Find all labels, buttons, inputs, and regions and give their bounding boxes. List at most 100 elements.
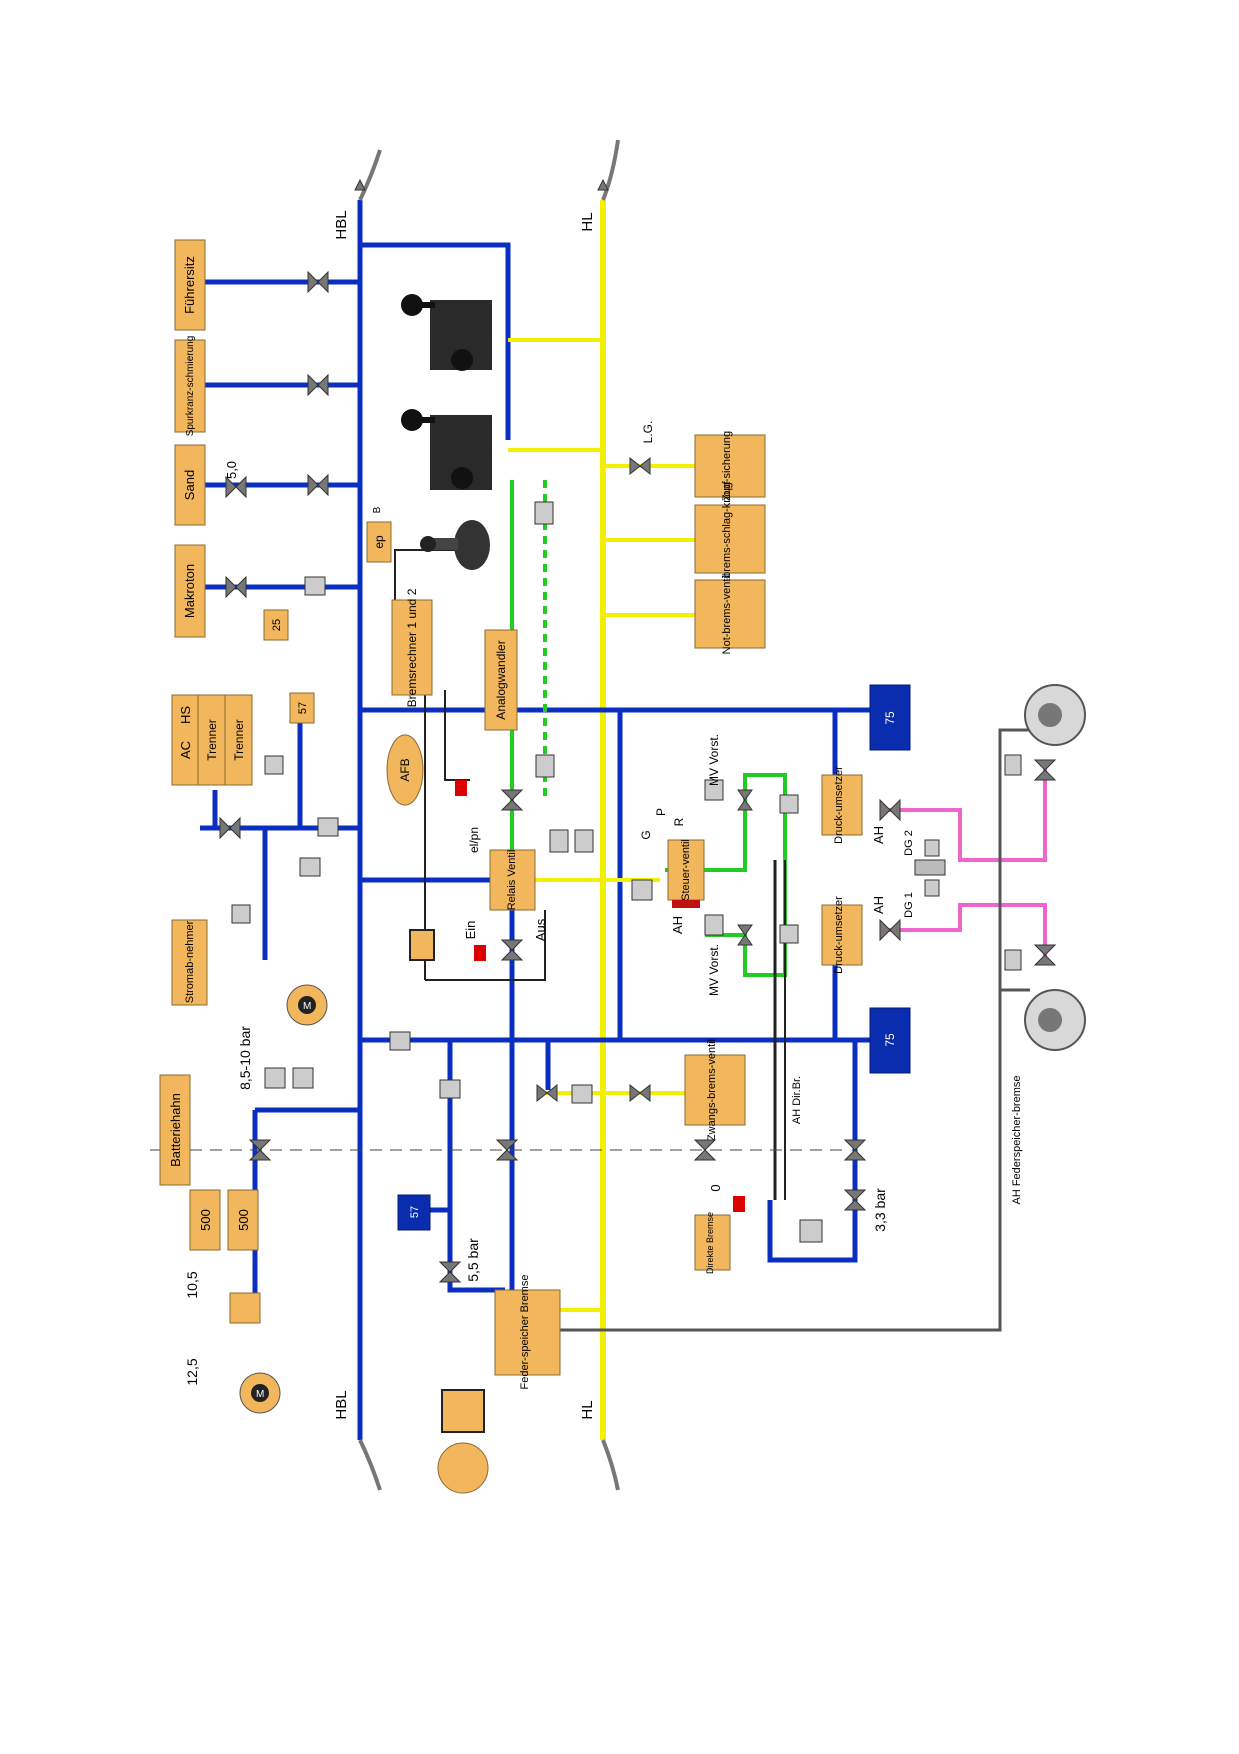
label-ah-1: AH <box>871 826 886 844</box>
box-zugsicherung: Zug-sicherung <box>694 431 766 501</box>
box-makroton: Makroton <box>174 544 206 638</box>
svg-text:Druck-umsetzer: Druck-umsetzer <box>833 766 845 844</box>
reservoir-500b: 500 <box>227 1189 259 1251</box>
svg-text:AFB: AFB <box>398 758 412 781</box>
label-g: G <box>639 830 653 839</box>
indicator-ein <box>474 945 486 961</box>
box-stromabnehmer: Stromab-nehmer <box>171 919 208 1006</box>
label-zero: 0 <box>708 1184 723 1191</box>
svg-text:Not-brems-schlag-knopf: Not-brems-schlag-knopf <box>721 480 733 598</box>
svg-text:Zug-sicherung: Zug-sicherung <box>721 431 733 501</box>
federspeicher-circle <box>437 1442 489 1494</box>
hl-bottom-hose <box>601 1439 620 1491</box>
label-hbl-top: HBL <box>333 210 350 239</box>
box-zwangsbremsventil: Zwangs-brems-ventil <box>684 1039 746 1141</box>
label-8-5-10-bar: 8,5-10 bar <box>237 1026 253 1090</box>
blue-branch-75-top <box>617 707 870 1040</box>
svg-text:75: 75 <box>883 711 897 725</box>
svg-text:Trenner: Trenner <box>205 719 219 761</box>
label-b: B <box>372 506 383 513</box>
svg-text:M: M <box>256 1389 264 1400</box>
label-mv-vorst-1: MV Vorst. <box>707 734 721 786</box>
svg-text:500: 500 <box>236 1209 251 1231</box>
compressor-1 <box>1024 989 1086 1051</box>
compressor-2 <box>1024 684 1086 746</box>
svg-text:Analogwandler: Analogwandler <box>494 640 508 719</box>
label-5-0: 5,0 <box>224 461 239 479</box>
pink-line-2 <box>880 903 1047 960</box>
label-elpn: el/pn <box>467 827 481 853</box>
indicator-direkte <box>733 1196 745 1212</box>
box-fuehrersitz: Führersitz <box>174 239 206 331</box>
svg-text:Relais Ventil: Relais Ventil <box>506 850 518 911</box>
blue-55-branch <box>447 1040 505 1293</box>
grey-feder-line <box>560 728 1030 1332</box>
svg-text:Zwangs-brems-ventil: Zwangs-brems-ventil <box>706 1039 718 1141</box>
svg-text:500: 500 <box>198 1209 213 1231</box>
reservoir-75b: 75 <box>869 1007 911 1074</box>
dryer-box <box>229 1292 261 1324</box>
label-ah-dirbr: AH Dir.Br. <box>791 1076 803 1124</box>
svg-text:Feder-speicher Bremse: Feder-speicher Bremse <box>519 1275 531 1390</box>
label-hl-bottom: HL <box>579 1400 596 1419</box>
label-5-5-bar: 5,5 bar <box>465 1238 481 1282</box>
federspeicher-square <box>441 1389 485 1433</box>
reservoir-500a: 500 <box>189 1189 221 1251</box>
box-bremsrechner: Bremsrechner 1 und 2 <box>391 588 433 707</box>
label-dg1: DG 1 <box>903 892 915 918</box>
box-trenner: AC HS Trenner Trenner <box>171 694 253 786</box>
black-ctrl-3 <box>444 690 470 781</box>
box-steuerventil: Steuer-ventil <box>667 839 705 901</box>
motor-m2: M <box>286 984 328 1026</box>
svg-text:Sand: Sand <box>182 470 197 500</box>
check-valve-symbols <box>231 501 1022 1243</box>
label-r: R <box>672 817 686 826</box>
svg-text:Trenner: Trenner <box>232 719 246 761</box>
label-hbl-bottom: HBL <box>333 1390 350 1419</box>
box-relaisventil: Relais Ventil <box>489 849 536 911</box>
svg-text:HS: HS <box>178 706 193 724</box>
box-analogwandler: Analogwandler <box>484 629 518 731</box>
motor-m1: M <box>239 1372 281 1414</box>
indicator-elpn <box>455 780 467 796</box>
label-mv-vorst-2: MV Vorst. <box>707 944 721 996</box>
label-aus: Aus <box>533 918 548 941</box>
svg-text:Bremsrechner 1 und 2: Bremsrechner 1 und 2 <box>405 588 419 707</box>
box-federspeicher-bremse: Feder-speicher Bremse <box>494 1275 561 1390</box>
box-notbremsventil: Not-brems-ventil <box>694 574 766 654</box>
afb-ellipse: AFB <box>386 734 424 806</box>
black-ctrl-4 <box>425 910 546 981</box>
brake-controller-2 <box>401 409 492 490</box>
svg-text:75: 75 <box>883 1033 897 1047</box>
box-sand: Sand <box>174 444 206 526</box>
blue-branch-top <box>360 242 511 440</box>
box-druckumsetzer2: Druck-umsetzer <box>821 896 863 974</box>
reservoir-57a: 57 <box>289 692 315 724</box>
box-direkte-bremse: Direkte Bremse <box>694 1212 731 1274</box>
hbl-bottom-hose <box>358 1439 382 1491</box>
box-notbremsschlagknopf: Not-brems-schlag-knopf <box>694 480 766 599</box>
box-spurkranz: Spurkranz-schmierung <box>174 336 206 436</box>
svg-text:Steuer-ventil: Steuer-ventil <box>680 839 692 901</box>
svg-text:57: 57 <box>297 702 309 714</box>
steuerventil-red-bar <box>672 900 700 908</box>
svg-text:Führersitz: Führersitz <box>182 256 197 314</box>
label-p: P <box>654 808 668 816</box>
svg-text:AC: AC <box>178 741 193 759</box>
hl-top-hose <box>601 139 620 201</box>
valve-symbols <box>219 178 1057 1283</box>
reservoir-75a: 75 <box>869 684 911 751</box>
svg-text:Druck-umsetzer: Druck-umsetzer <box>833 896 845 974</box>
pink-line-1 <box>880 760 1047 862</box>
label-12-5: 12,5 <box>184 1358 200 1385</box>
svg-text:25: 25 <box>271 619 283 631</box>
ein-indicator-box <box>409 929 435 961</box>
label-dg2: DG 2 <box>903 830 915 856</box>
label-ah-federspeicher: AH Federspeicher-bremse <box>1011 1076 1023 1205</box>
svg-text:Batteriehahn: Batteriehahn <box>168 1093 183 1167</box>
label-ah-2: AH <box>871 896 886 914</box>
label-ein: Ein <box>463 921 478 940</box>
hbl-top-hose <box>358 149 382 201</box>
label-3-3-bar: 3,3 bar <box>872 1188 888 1232</box>
